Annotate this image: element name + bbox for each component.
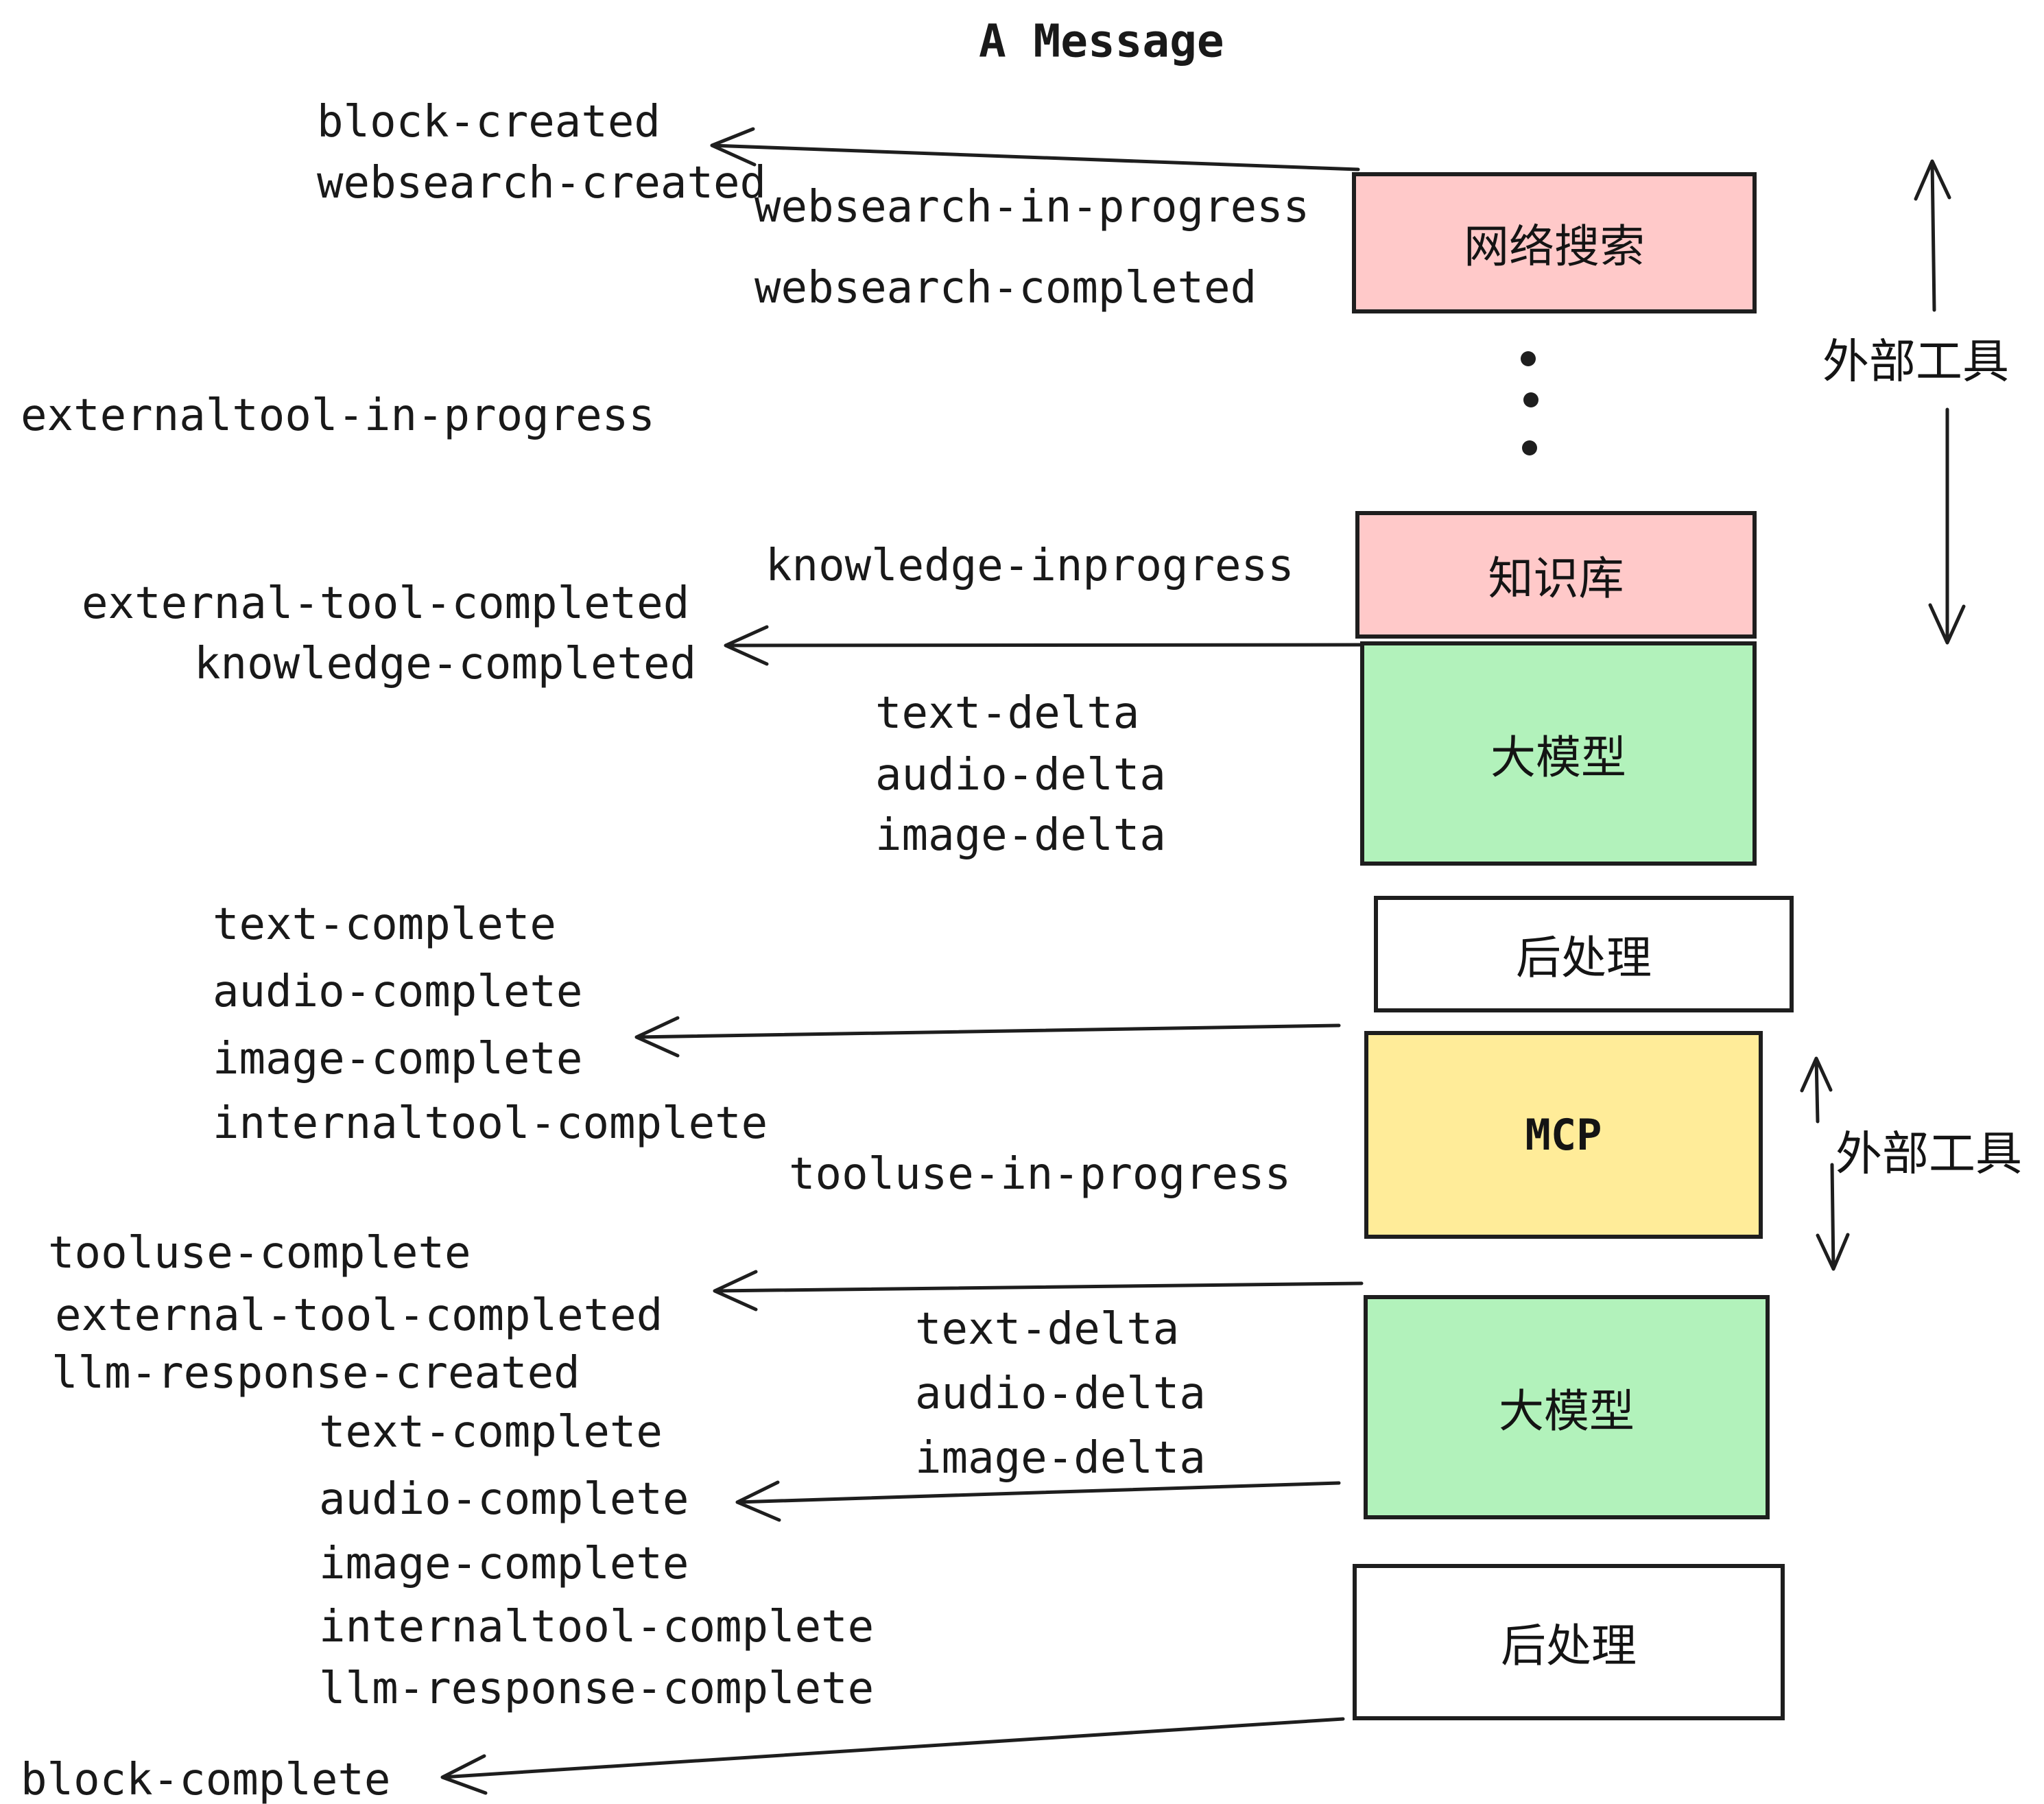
event-audio-delta-2: audio-delta [915,1368,1206,1419]
event-external-tool-completed-2: external-tool-completed [55,1290,663,1341]
event-audio-complete-2: audio-complete [319,1474,689,1525]
arrow-external-up [1914,159,1951,312]
node-postprocess-1: 后处理 [1374,896,1794,1012]
event-llm-response-complete: llm-response-complete [319,1663,875,1714]
event-text-complete-2: text-complete [319,1407,663,1458]
node-llm-2-label: 大模型 [1499,1384,1635,1438]
event-text-complete: text-complete [213,899,556,950]
event-knowledge-inprogress: knowledge-inprogress [765,541,1294,591]
arrow-block-complete [440,1717,1345,1795]
node-mcp-label: MCP [1525,1110,1602,1160]
arrow-websearch-created [710,127,1360,171]
node-websearch-label: 网络搜索 [1464,220,1645,273]
event-external-tool-completed: external-tool-completed [82,578,690,629]
ellipsis-dot [1521,351,1536,366]
node-websearch: 网络搜索 [1352,172,1757,313]
ellipsis-dot [1523,392,1538,407]
node-knowledge: 知识库 [1355,511,1757,639]
node-postprocess-label: 后处理 [1516,931,1652,984]
arrow-internal-complete [634,1016,1341,1058]
event-audio-delta: audio-delta [875,750,1166,800]
arrow-mcp-external-up [1800,1056,1833,1124]
event-audio-complete: audio-complete [213,966,583,1017]
event-image-delta-2: image-delta [915,1433,1206,1484]
arrow-mcp-external-down [1816,1163,1850,1271]
event-internaltool-complete: internaltool-complete [213,1098,768,1149]
event-knowledge-completed: knowledge-completed [194,639,697,689]
arrow-external-down [1928,407,1966,645]
diagram-title: A Message [979,14,1224,68]
event-text-delta: text-delta [875,688,1140,739]
event-text-delta-2: text-delta [915,1304,1180,1355]
event-image-complete-2: image-complete [319,1539,689,1589]
event-websearch-completed: websearch-completed [754,263,1257,313]
node-llm-2: 大模型 [1364,1295,1770,1519]
event-block-complete: block-complete [21,1755,391,1804]
node-postprocess-2-label: 后处理 [1501,1619,1637,1672]
event-block-created: block-created [317,97,661,147]
event-externaltool-in-progress: externaltool-in-progress [21,390,655,441]
external-tools-label-top: 外部工具 [1822,335,2010,390]
node-knowledge-label: 知识库 [1488,552,1624,605]
arrow-llm-complete [735,1480,1341,1522]
ellipsis-dot [1522,440,1537,455]
node-mcp: MCP [1364,1031,1763,1239]
event-internaltool-complete-2: internaltool-complete [319,1602,875,1652]
external-tools-label-mcp: 外部工具 [1835,1127,2023,1182]
event-image-delta: image-delta [875,810,1166,861]
node-llm-label: 大模型 [1490,731,1626,784]
event-tooluse-in-progress: tooluse-in-progress [789,1149,1292,1200]
arrow-tooluse-complete [713,1270,1364,1312]
event-websearch-in-progress: websearch-in-progress [754,182,1310,233]
arrow-knowledge-completed [724,625,1364,666]
event-image-complete: image-complete [213,1034,583,1084]
event-llm-response-created: llm-response-created [51,1348,580,1399]
event-tooluse-complete: tooluse-complete [48,1228,471,1279]
node-llm-1: 大模型 [1360,641,1757,866]
node-postprocess-2: 后处理 [1353,1564,1785,1720]
event-websearch-created: websearch-created [317,158,767,209]
